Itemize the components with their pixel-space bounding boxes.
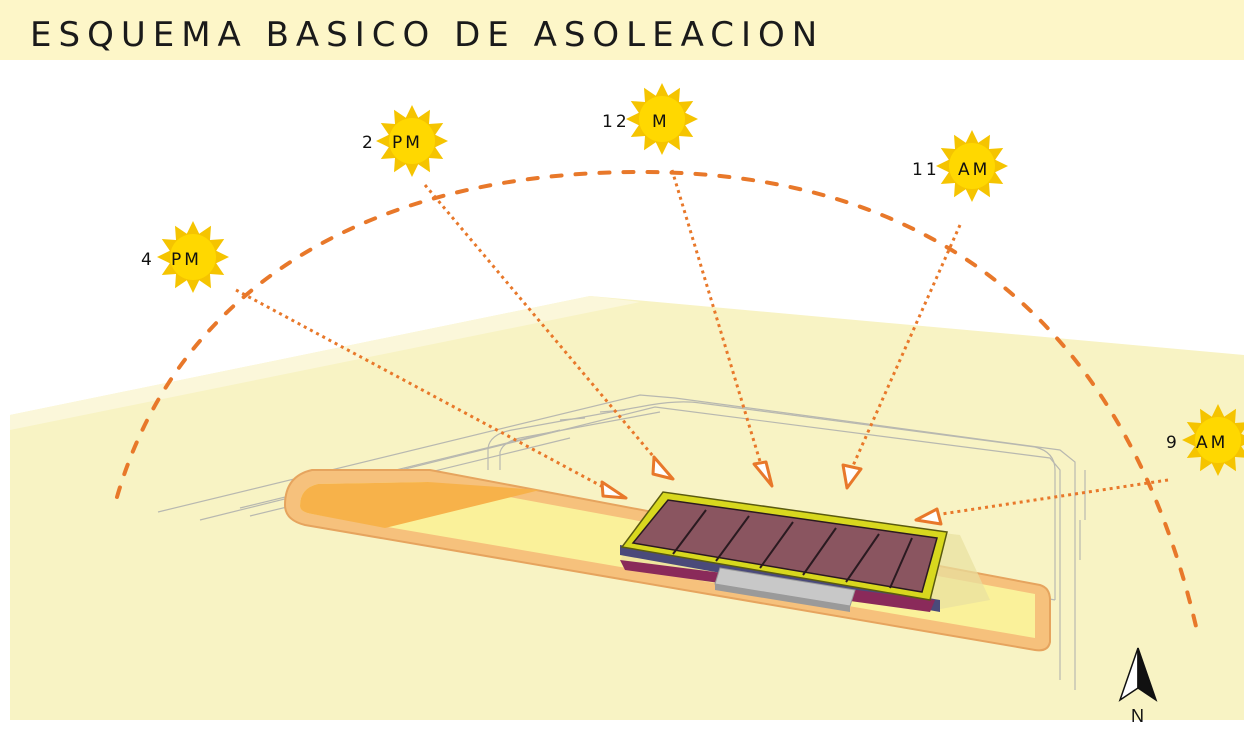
sun-label-12m-num: 12 [602, 112, 630, 132]
sun-icon [1182, 404, 1244, 476]
sun-icon [626, 83, 698, 155]
arrowhead-12m [752, 460, 774, 488]
roof-panels [633, 500, 937, 592]
sun-label-9am-num: 9 [1166, 433, 1180, 453]
building [620, 491, 948, 612]
north-arrow-icon: N [1118, 647, 1158, 726]
sun-label-4pm-suffix: PM [171, 250, 202, 270]
sun-label-2pm-suffix: PM [392, 133, 423, 153]
sun-label-11am-num: 11 [912, 160, 940, 180]
sun-rays-group [235, 169, 1169, 517]
building-canopy-front [715, 584, 850, 612]
roof-panel-dividers [672, 509, 913, 589]
arrowheads [600, 455, 943, 526]
sun-label-9am-suffix: AM [1196, 433, 1228, 453]
north-label: N [1131, 706, 1144, 726]
ray-11am [850, 224, 962, 469]
sun-label-2pm-num: 2 [362, 133, 376, 153]
sun-path-arc [115, 169, 1200, 637]
ray-12m [670, 169, 764, 469]
orange-zone [300, 482, 540, 528]
suns-layer [157, 83, 1244, 476]
title-band [0, 0, 1244, 60]
arrowhead-9am [914, 507, 943, 526]
arrowhead-4pm [600, 480, 628, 500]
sun-icon [936, 130, 1008, 202]
ray-2pm [423, 184, 660, 463]
sun-icon [157, 221, 229, 293]
sun-label-12m-suffix: M [652, 112, 670, 132]
diagram-title: ESQUEMA BASICO DE ASOLEACION [30, 15, 824, 55]
sun-icon [376, 105, 448, 177]
sun-labels: 4 PM 2 PM 12 M 11 AM 9 AM [141, 112, 1228, 453]
arrowhead-2pm [651, 455, 675, 481]
sun-label-11am-suffix: AM [958, 160, 990, 180]
ground-light-edge [10, 296, 640, 430]
arrowhead-11am [841, 463, 863, 490]
ray-9am [934, 478, 1169, 517]
sun-label-4pm-num: 4 [141, 250, 155, 270]
